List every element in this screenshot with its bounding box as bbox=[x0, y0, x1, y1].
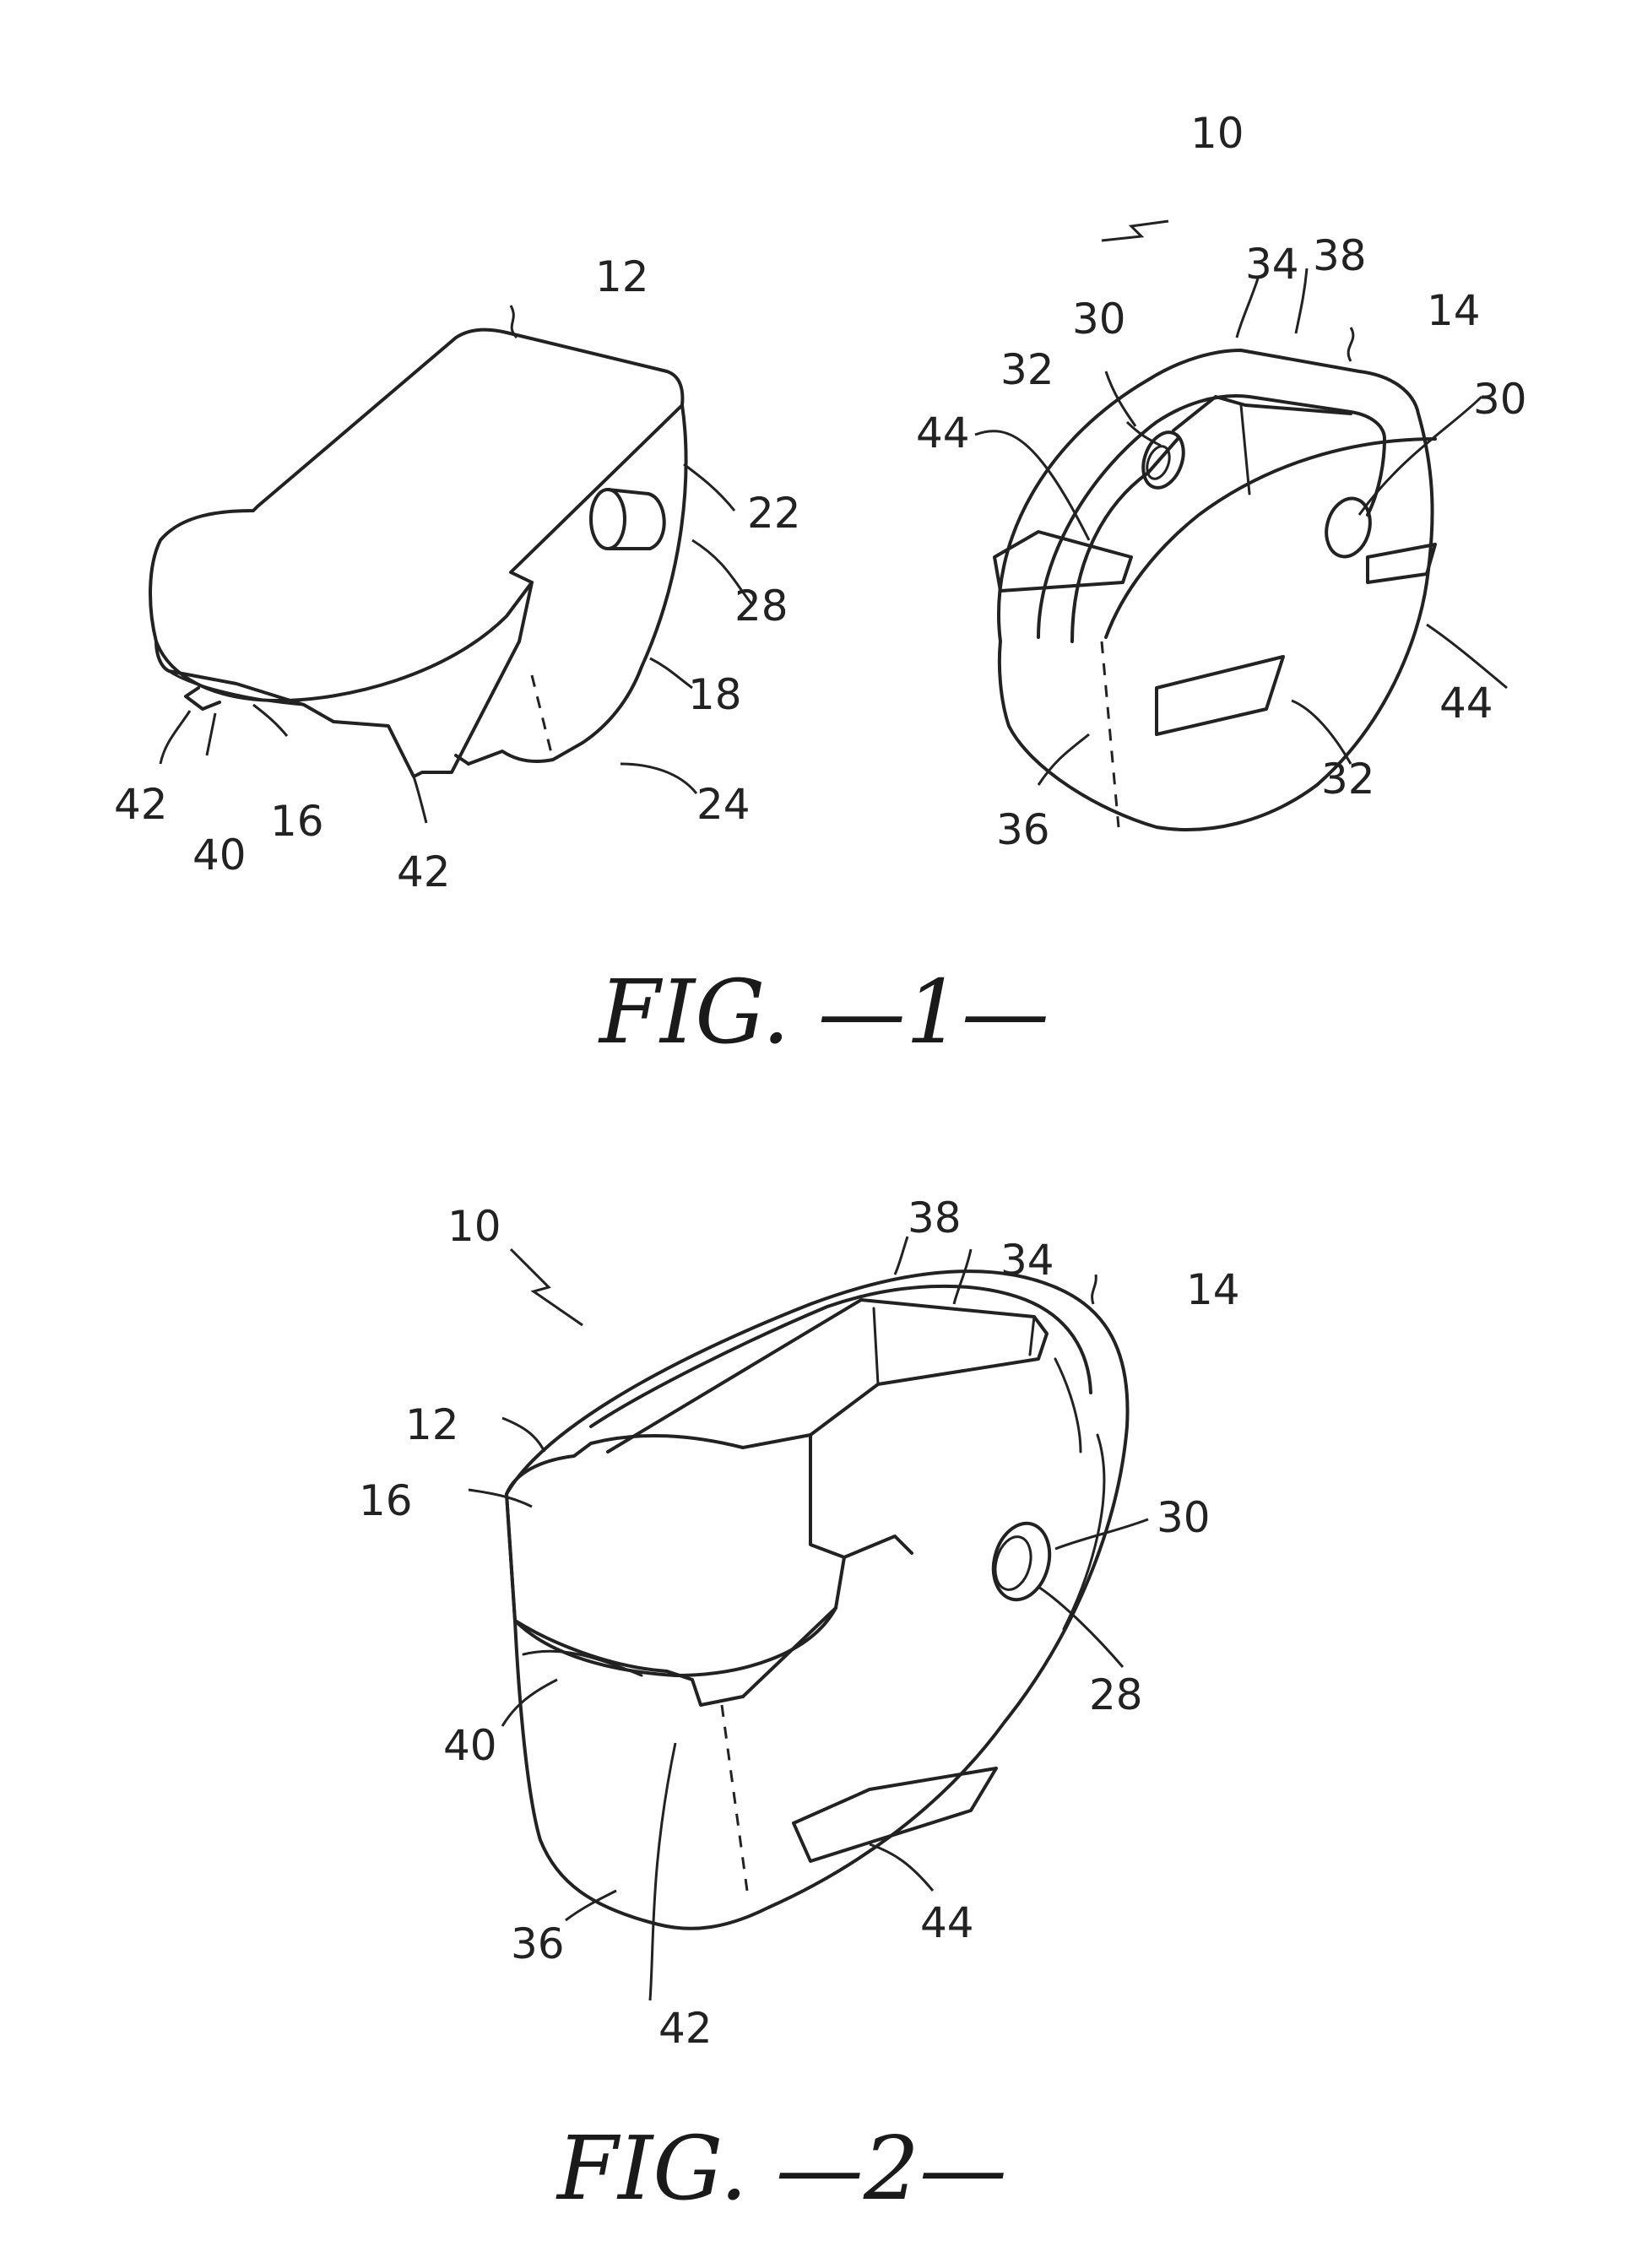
ref-38: 38 bbox=[1313, 231, 1367, 280]
ref-36: 36 bbox=[996, 805, 1050, 854]
ref-10: 10 bbox=[1190, 109, 1244, 158]
assembly-10-drawing bbox=[507, 1271, 1128, 1929]
ref-18: 18 bbox=[688, 670, 742, 719]
ref-44-right: 44 bbox=[1439, 679, 1493, 728]
ref-28: 28 bbox=[1089, 1670, 1143, 1719]
figure-1: 10 12 22 28 18 24 16 40 42 42 30 32 44 3… bbox=[114, 109, 1527, 1064]
ref-36: 36 bbox=[511, 1919, 565, 1968]
ref-10: 10 bbox=[447, 1202, 501, 1251]
ref-16: 16 bbox=[359, 1476, 413, 1525]
ref-44: 44 bbox=[920, 1898, 974, 1947]
figure-2-reference-numerals: 10 38 34 14 12 16 30 28 40 36 42 44 bbox=[359, 1194, 1240, 2053]
ref-30-top: 30 bbox=[1072, 295, 1126, 344]
ref-12: 12 bbox=[595, 252, 649, 301]
component-12-drawing bbox=[150, 330, 686, 777]
figure-1-leader-lines bbox=[160, 221, 1507, 823]
ref-42: 42 bbox=[658, 2004, 713, 2053]
figure-2-caption: FIG. —2— bbox=[555, 2117, 1007, 2220]
figure-1-reference-numerals: 10 12 22 28 18 24 16 40 42 42 30 32 44 3… bbox=[114, 109, 1527, 896]
ref-16: 16 bbox=[270, 797, 324, 846]
ref-34: 34 bbox=[1000, 1236, 1054, 1285]
figure-2: 10 38 34 14 12 16 30 28 40 36 42 44 FIG.… bbox=[359, 1194, 1240, 2220]
ref-14: 14 bbox=[1427, 286, 1481, 335]
ref-32-top: 32 bbox=[1000, 345, 1054, 394]
ref-32-bottom: 32 bbox=[1321, 755, 1375, 804]
ref-40: 40 bbox=[192, 831, 247, 880]
ref-10-arrow bbox=[511, 1249, 583, 1325]
ref-40: 40 bbox=[443, 1721, 497, 1770]
ref-22: 22 bbox=[747, 489, 801, 538]
ref-42-left: 42 bbox=[114, 780, 168, 829]
figure-1-caption: FIG. —1— bbox=[598, 961, 1049, 1064]
ref-30: 30 bbox=[1157, 1493, 1211, 1542]
ref-24: 24 bbox=[696, 780, 751, 829]
ref-38: 38 bbox=[908, 1194, 962, 1242]
ref-42-right: 42 bbox=[397, 847, 451, 896]
ref-44-left: 44 bbox=[916, 409, 970, 457]
ref-14: 14 bbox=[1186, 1265, 1240, 1314]
ref-28: 28 bbox=[734, 582, 788, 631]
ref-34: 34 bbox=[1245, 240, 1299, 289]
ref-12: 12 bbox=[405, 1400, 459, 1449]
ref-30-side: 30 bbox=[1473, 375, 1527, 424]
